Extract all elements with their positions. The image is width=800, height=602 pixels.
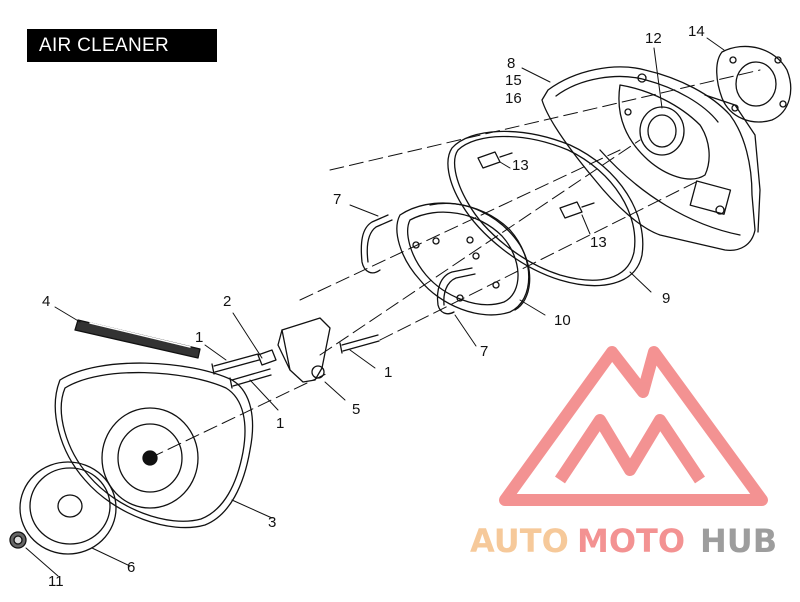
callout-7-lower: 7 [480,343,488,360]
alignment-lines [149,69,761,459]
backplate-gasket [716,45,792,123]
callout-6: 6 [127,559,135,576]
screw-upper [477,151,501,169]
bolt-upper-left [211,353,260,375]
breather-tube-upper [360,214,389,274]
trim-strip [74,319,201,359]
callout-11: 11 [48,573,64,590]
callout-7-upper: 7 [333,191,341,208]
watermark-logo: AUTO MOTO HUB [470,346,777,560]
air-cleaner-cover [54,362,254,529]
callout-4: 4 [42,293,50,310]
filter-element [396,202,531,316]
watermark-hub: HUB [700,522,777,560]
watermark-auto: AUTO [470,522,569,560]
callout-8: 8 [507,55,515,72]
callout-10: 10 [554,312,571,329]
callout-3: 3 [268,514,276,531]
callout-13-upper: 13 [512,157,529,174]
breather-tube-lower [436,267,473,315]
callout-9: 9 [662,290,670,307]
cover-medallion [19,461,117,555]
callout-5: 5 [352,401,360,418]
callout-14: 14 [688,23,705,40]
callout-13-lower: 13 [590,234,607,251]
callout-1-lower-left: 1 [276,415,284,432]
callout-labels: 4 1 2 1 3 5 6 11 7 7 1 10 9 13 13 8 15 1… [42,23,705,590]
callout-1-upper-left: 1 [195,329,203,346]
cover-nut [9,531,27,549]
backplate-assembly [541,66,761,251]
leader-lines [25,37,725,577]
watermark-moto: MOTO [577,522,685,560]
screw-lower [559,201,583,219]
callout-16: 16 [505,90,522,107]
bolt-right [339,334,380,354]
callout-12: 12 [645,30,662,47]
callout-2: 2 [223,293,231,310]
filter-bracket [277,317,331,383]
diagram-title: AIR CLEANER [27,29,217,62]
bolt-lower-left [229,368,272,389]
callout-15: 15 [505,72,522,89]
callout-1-right: 1 [384,364,392,381]
bracket-gasket [257,349,277,366]
